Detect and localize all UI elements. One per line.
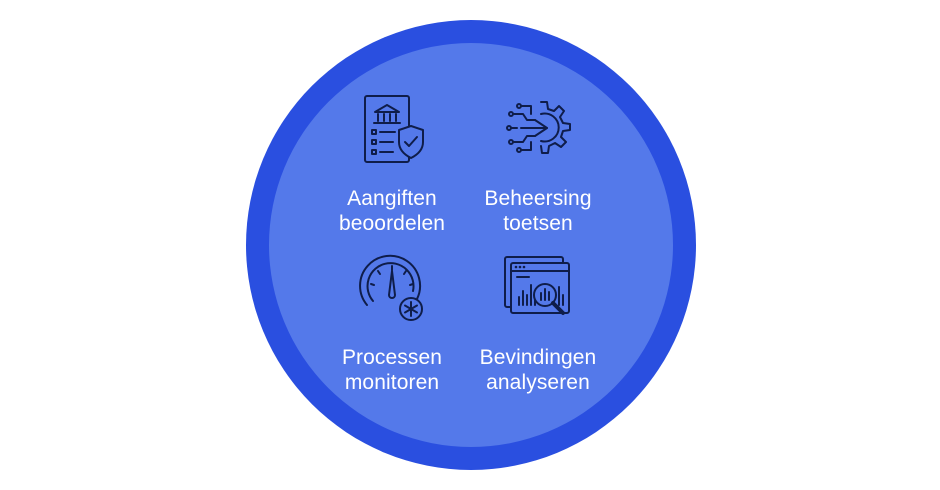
label-line-2: beoordelen bbox=[338, 212, 446, 235]
quadrant-label: Bevindingen analyseren bbox=[480, 345, 597, 395]
quadrant-processen-monitoren: Processen monitoren bbox=[312, 251, 472, 401]
speedometer-gear-icon bbox=[359, 254, 423, 321]
label-line-2: monitoren bbox=[344, 371, 440, 394]
inner-disc bbox=[269, 43, 673, 447]
quadrant-label: Beheersing toetsen bbox=[484, 186, 591, 236]
label-line-1: Beheersing bbox=[484, 187, 592, 210]
quadrant-aangiften-beoordelen: Aangiften beoordelen bbox=[312, 92, 472, 242]
label-line-1: Aangiften bbox=[347, 187, 437, 210]
document-bank-shield-icon bbox=[364, 95, 424, 163]
quadrant-beheersing-toetsen: Beheersing toetsen bbox=[458, 92, 618, 242]
label-line-1: Bevindingen bbox=[479, 346, 597, 369]
label-line-2: analyseren bbox=[486, 371, 590, 394]
label-line-1: Processen bbox=[341, 346, 443, 369]
quadrant-label: Aangiften beoordelen bbox=[339, 186, 445, 236]
dashboard-magnifier-icon bbox=[504, 256, 570, 315]
label-line-2: toetsen bbox=[503, 212, 573, 235]
gear-circuit-arrow-icon bbox=[506, 101, 571, 154]
quadrant-bevindingen-analyseren: Bevindingen analyseren bbox=[458, 251, 618, 401]
quadrant-label: Processen monitoren bbox=[342, 345, 442, 395]
